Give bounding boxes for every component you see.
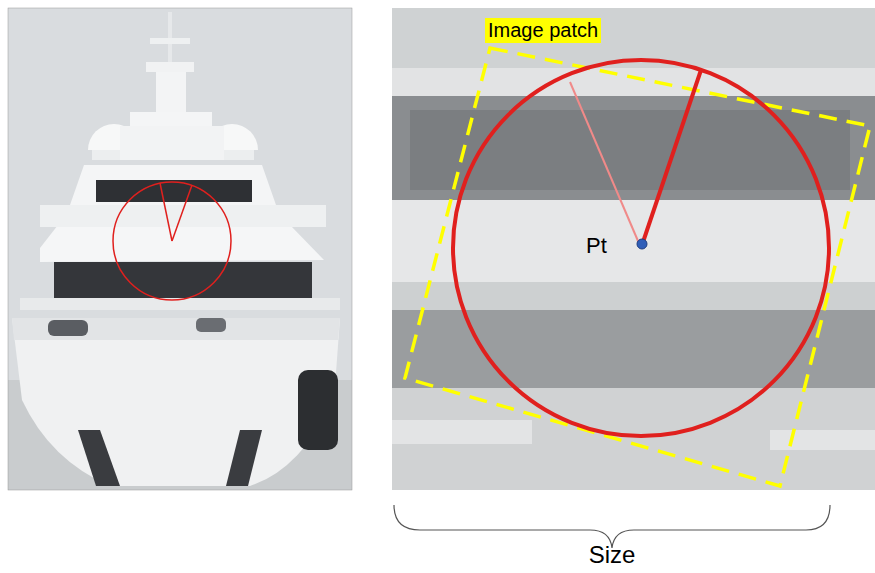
patch-label: Image patch xyxy=(485,18,601,43)
yacht-photo xyxy=(8,8,352,490)
zoomed-patch xyxy=(392,8,875,490)
point-label: Pt xyxy=(586,233,607,258)
size-label: Size xyxy=(589,541,636,569)
